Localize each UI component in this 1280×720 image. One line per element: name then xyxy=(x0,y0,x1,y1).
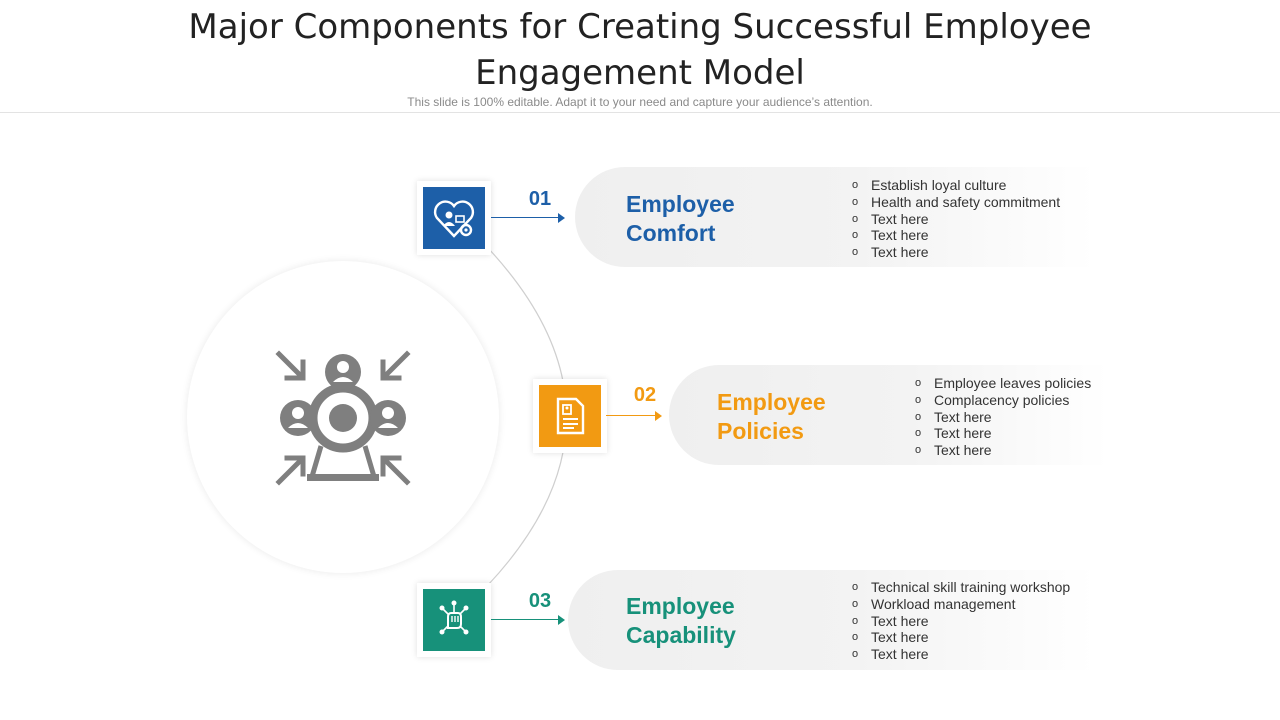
header-divider xyxy=(0,112,1280,113)
hand-network-icon xyxy=(439,600,469,635)
list-item: Workload management xyxy=(852,596,1070,613)
list-item: Health and safety commitment xyxy=(852,194,1060,211)
list-item: Text here xyxy=(852,629,1070,646)
list-item: Text here xyxy=(852,227,1060,244)
list-item: Text here xyxy=(852,613,1070,630)
list-item: Text here xyxy=(915,442,1091,459)
component-2-arrow xyxy=(606,411,662,421)
component-2-title-line-2: Policies xyxy=(717,418,804,444)
component-1-title-line-1: Employee xyxy=(626,191,735,217)
component-3-icon-frame xyxy=(417,583,491,657)
component-3-title: Employee Capability xyxy=(626,592,826,650)
list-item: Text here xyxy=(852,646,1070,663)
component-3-arrow xyxy=(491,615,565,625)
list-item: Text here xyxy=(915,409,1091,426)
list-item: Complacency policies xyxy=(915,392,1091,409)
slide-subtitle: This slide is 100% editable. Adapt it to… xyxy=(407,95,873,109)
component-2-bullets: Employee leaves policies Complacency pol… xyxy=(915,375,1091,459)
list-item: Text here xyxy=(852,244,1060,261)
list-item: Employee leaves policies xyxy=(915,375,1091,392)
component-1-icon-square xyxy=(423,187,485,249)
list-item: Text here xyxy=(852,211,1060,228)
slide-title: Major Components for Creating Successful… xyxy=(140,4,1140,96)
employee-heart-gear-icon xyxy=(433,200,475,238)
list-item: Technical skill training workshop xyxy=(852,579,1070,596)
component-1-number: 01 xyxy=(528,188,552,210)
component-2-icon-frame xyxy=(533,379,607,453)
component-1-title-line-2: Comfort xyxy=(626,220,716,246)
component-2-title: Employee Policies xyxy=(717,388,917,446)
component-3-icon-square xyxy=(423,589,485,651)
slide-title-line-2: Engagement Model xyxy=(475,53,805,93)
component-1-bullets: Establish loyal culture Health and safet… xyxy=(852,177,1060,261)
policy-document-icon xyxy=(556,397,585,435)
component-3-number: 03 xyxy=(528,590,552,612)
component-2-icon-square xyxy=(539,385,601,447)
component-3-title-line-1: Employee xyxy=(626,593,735,619)
component-1-icon-frame xyxy=(417,181,491,255)
list-item: Text here xyxy=(915,425,1091,442)
component-1-title: Employee Comfort xyxy=(626,190,826,248)
people-converging-icon xyxy=(275,350,411,486)
slide-title-line-1: Major Components for Creating Successful… xyxy=(188,7,1092,47)
component-1-arrow xyxy=(491,213,565,223)
component-2-title-line-1: Employee xyxy=(717,389,826,415)
component-3-bullets: Technical skill training workshop Worklo… xyxy=(852,579,1070,663)
component-3-title-line-2: Capability xyxy=(626,622,736,648)
component-2-number: 02 xyxy=(633,384,657,406)
list-item: Establish loyal culture xyxy=(852,177,1060,194)
